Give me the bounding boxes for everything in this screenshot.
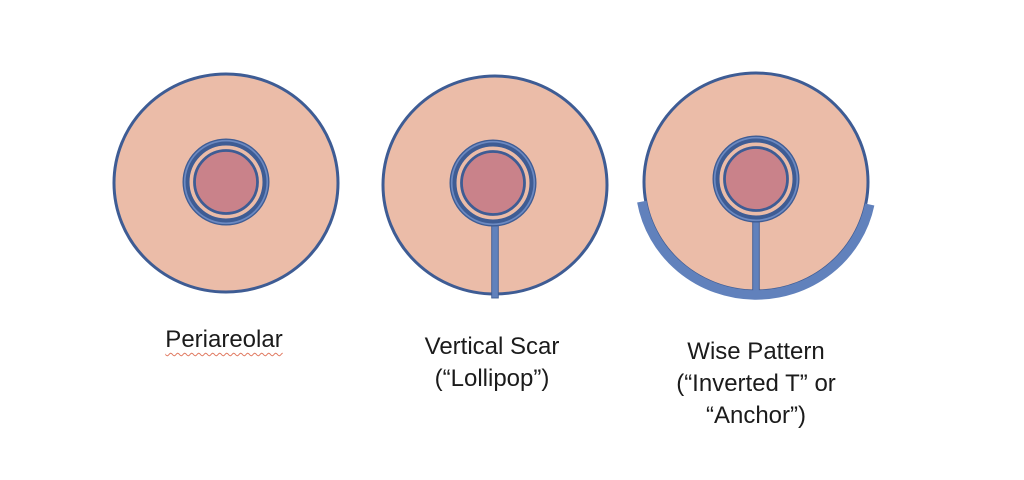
- wise-pattern-label-line3: “Anchor”): [705, 402, 807, 429]
- periareolar-incision-ring-accent: [450, 140, 536, 226]
- vertical-scar-line: [491, 224, 499, 299]
- vertical-scar-illustration: [381, 74, 609, 299]
- periareolar-label: Periareolar: [165, 324, 282, 356]
- wise-pattern-illustration: [637, 71, 875, 300]
- nipple-areola: [193, 149, 259, 215]
- periareolar-incision-ring-accent: [713, 136, 799, 222]
- nipple-areola: [723, 146, 789, 212]
- periareolar-illustration: [112, 72, 340, 294]
- wise-pattern-label-line2: (“Inverted T” or: [676, 370, 836, 397]
- periareolar-incision-ring-accent: [183, 139, 269, 225]
- vertical-scar-label-line1: Vertical Scar: [424, 333, 560, 360]
- periareolar-label-text: Periareolar: [165, 326, 283, 353]
- periareolar-diagram: [96, 53, 356, 313]
- vertical-scar-label: Vertical Scar (“Lollipop”): [425, 331, 560, 395]
- wise-pattern-diagram: [626, 52, 886, 312]
- periareolar-incision-ring: [712, 135, 800, 223]
- vertical-scar-line: [752, 221, 760, 300]
- wise-pattern-label-line1: Wise Pattern: [687, 338, 825, 365]
- vertical-scar-label-line2: (“Lollipop”): [434, 365, 550, 392]
- wise-pattern-label: Wise Pattern (“Inverted T” or “Anchor”): [676, 336, 836, 432]
- periareolar-incision-ring: [449, 139, 537, 227]
- inframammary-fold-incision-band: [637, 200, 875, 300]
- periareolar-incision-ring: [182, 138, 270, 226]
- nipple-areola: [460, 150, 526, 216]
- vertical-scar-diagram: [365, 55, 625, 315]
